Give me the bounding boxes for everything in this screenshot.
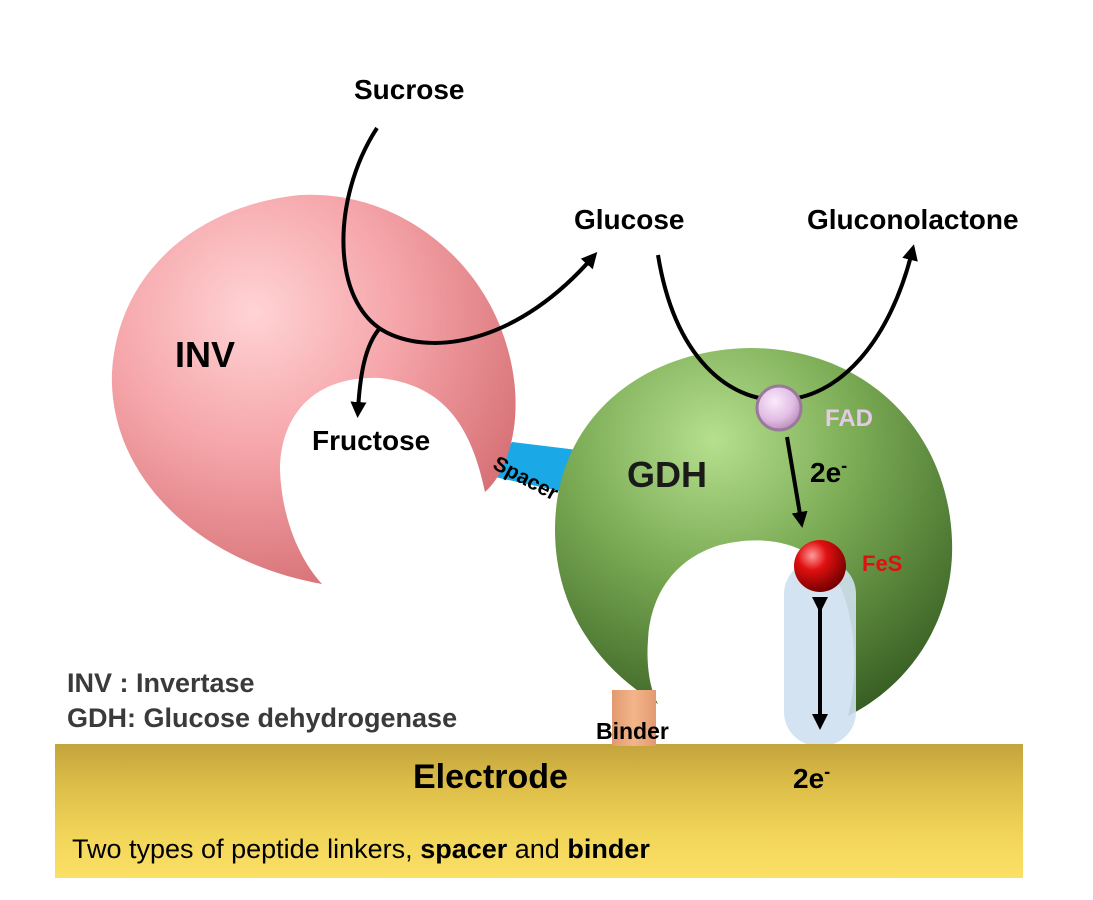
binder-linker [612, 690, 656, 746]
fructose-branch-arrow [350, 326, 382, 418]
fad-to-fes-arrow [785, 436, 808, 528]
electrode-label: Electrode [413, 758, 568, 796]
two-electrons-bottom-label: 2e- [793, 763, 830, 795]
two-electrons-bottom-base: 2e [793, 763, 825, 794]
gluconolactone-label: Gluconolactone [807, 204, 1019, 235]
two-electrons-top-sup: - [841, 455, 848, 476]
sucrose-to-glucose-arrow [341, 126, 598, 345]
inv-enzyme [111, 194, 516, 584]
gdh-enzyme [555, 348, 953, 716]
electrode-band [55, 744, 1023, 878]
legend-inv: INV : Invertase [67, 668, 255, 698]
caption-part1: Two types of peptide linkers, [72, 834, 421, 864]
caption-spacer-word: spacer [420, 834, 508, 864]
glucose-label: Glucose [574, 204, 685, 235]
fes-cluster [794, 540, 846, 592]
two-electrons-bottom-sup: - [824, 761, 831, 782]
caption-binder-word: binder [567, 834, 650, 864]
two-electrons-top-label: 2e- [810, 457, 847, 489]
fad-label: FAD [825, 405, 873, 432]
sucrose-label: Sucrose [354, 74, 465, 105]
fructose-label: Fructose [312, 425, 431, 456]
fad-cofactor [755, 384, 803, 432]
inv-label: INV [175, 334, 236, 375]
caption: Two types of peptide linkers, spacer and… [72, 834, 650, 865]
binder-label: Binder [596, 718, 669, 744]
fes-label: FeS [862, 551, 903, 576]
gdh-label: GDH [627, 454, 707, 495]
two-electrons-top-base: 2e [810, 457, 842, 488]
caption-part2: and [507, 834, 568, 864]
legend-gdh: GDH: Glucose dehydrogenase [67, 703, 458, 733]
